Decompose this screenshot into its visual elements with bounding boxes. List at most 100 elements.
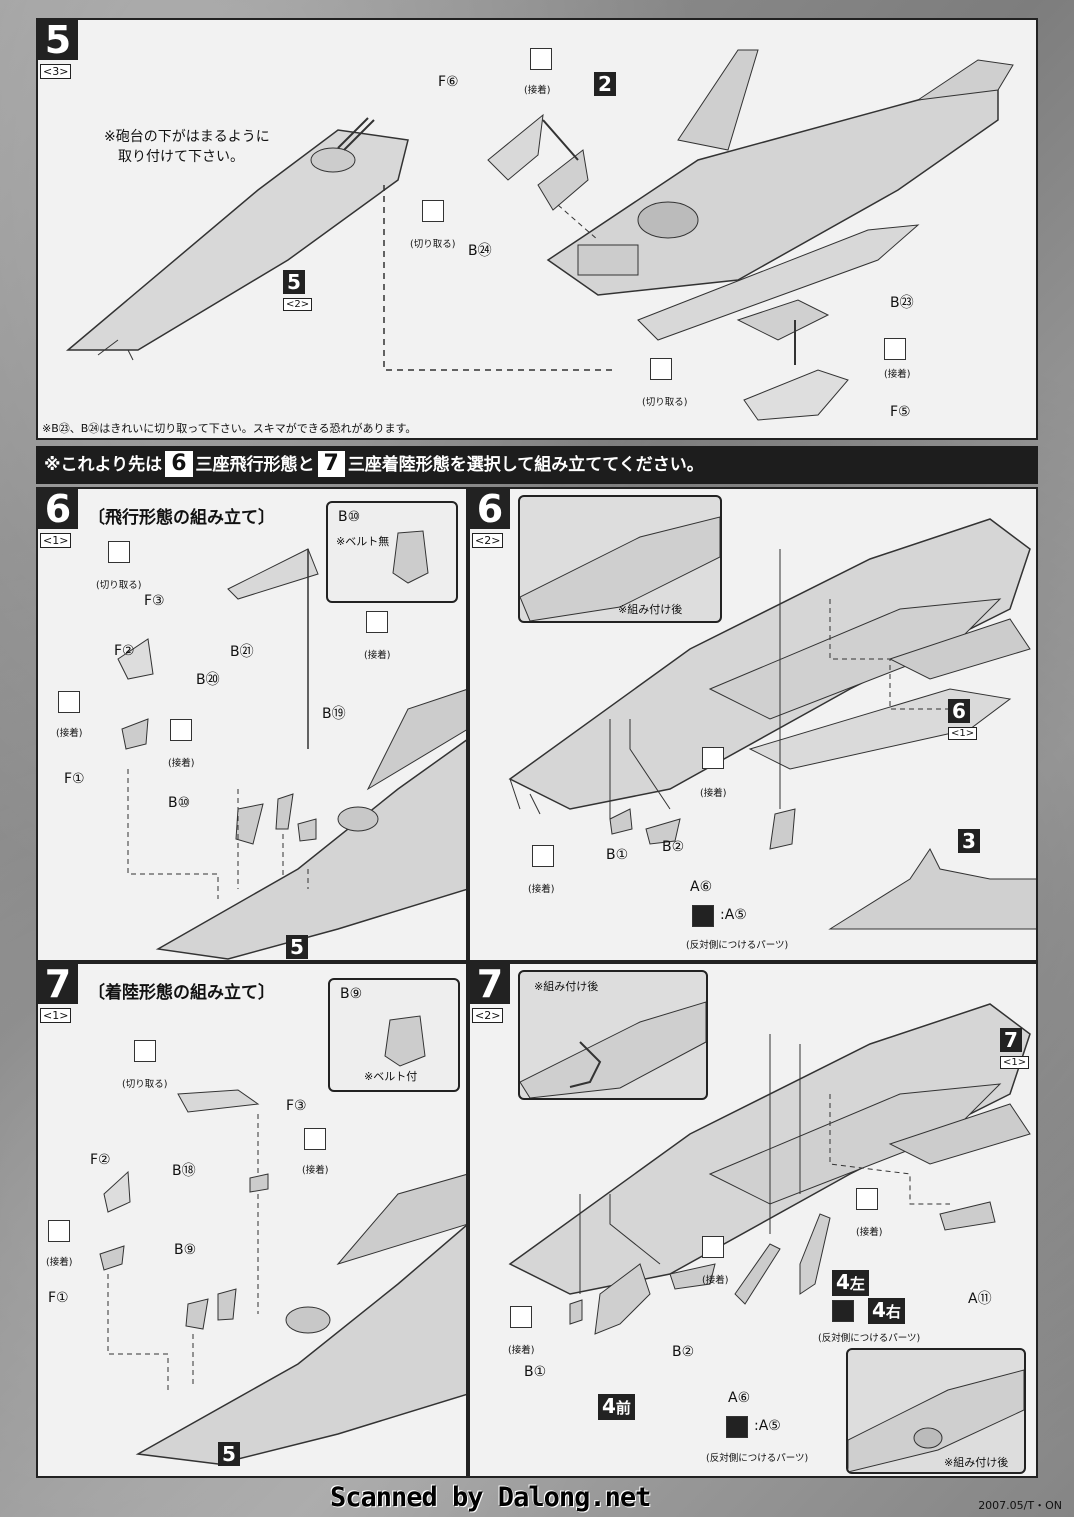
step7-2-panel: 7 <2> ※組み付け後 ※組み付け後 7 <1> (接着) (接着) bbox=[468, 962, 1038, 1478]
label-b24: B㉔ bbox=[468, 243, 492, 259]
inset-note: ※組み付け後 bbox=[944, 1456, 1009, 1469]
banner-box-6: 6 bbox=[165, 451, 193, 477]
inset-note: ※ベルト付 bbox=[364, 1070, 418, 1083]
label-b2: B② bbox=[672, 1344, 695, 1360]
badge-4-left: 4左 bbox=[832, 1270, 869, 1296]
inset-assembled-gear: ※組み付け後 bbox=[846, 1348, 1026, 1474]
step-number: 6 bbox=[38, 489, 78, 529]
step6-2-panel: 6 <2> ※組み付け後 (接着) (接着) B① B② A⑥ :A⑤ (反対側… bbox=[468, 487, 1038, 962]
cut-icon bbox=[422, 200, 444, 222]
banner-mid: 三座飛行形態と bbox=[195, 455, 315, 475]
inset-note: ※ベルト無 bbox=[336, 535, 390, 548]
label-b21: B㉑ bbox=[230, 644, 254, 660]
step5-panel: 5 <3> ※砲台の下がはまるように 取り付けて下さい。 F⑥ (接着) 2 (… bbox=[36, 18, 1038, 440]
ship-front-illustration bbox=[117, 548, 466, 960]
opposite-caption: (反対側につけるパーツ) bbox=[818, 1333, 921, 1344]
inset-illustration bbox=[520, 516, 720, 621]
ref-step-5-sub: <2> bbox=[283, 298, 313, 311]
bottom-note: ※B㉓、B㉔はきれいに切り取って下さい。スキマができる恐れがあります。 bbox=[42, 422, 417, 435]
print-code: 2007.05/T・ON bbox=[978, 1499, 1062, 1512]
label-f3: F③ bbox=[144, 593, 165, 609]
step6-1-panel: 6 <1> 〔飛行形態の組み立て〕 B⑩ ※ベルト無 (切り取る) F③ F② … bbox=[36, 487, 468, 962]
cut-caption: (切り取る) bbox=[410, 239, 456, 250]
glue-caption: (接着) bbox=[700, 788, 727, 799]
cut-icon bbox=[134, 1040, 156, 1062]
ref-step-5: 5 bbox=[218, 1442, 240, 1466]
ref-step-6-sub: <1> bbox=[948, 727, 978, 740]
label-a6: A⑥ bbox=[690, 879, 713, 895]
mirror-icon bbox=[726, 1416, 748, 1438]
glue-caption: (接着) bbox=[302, 1165, 329, 1176]
note-turret-2: 取り付けて下さい。 bbox=[118, 149, 244, 165]
label-b20: B⑳ bbox=[196, 672, 220, 688]
glue-caption: (接着) bbox=[528, 884, 555, 895]
glue-icon bbox=[510, 1306, 532, 1328]
step-sub-number: <3> bbox=[40, 64, 72, 79]
badge-num: 4 bbox=[836, 1270, 850, 1294]
ship-hull-illustration bbox=[65, 49, 1014, 421]
label-f6: F⑥ bbox=[438, 74, 459, 90]
cut-caption: (切り取る) bbox=[642, 397, 688, 408]
step-title: 〔着陸形態の組み立て〕 bbox=[88, 983, 275, 1003]
inset-seat-belt: B⑨ ※ベルト付 bbox=[328, 978, 460, 1092]
glue-icon bbox=[702, 747, 724, 769]
banner-pre: ※これより先は bbox=[44, 455, 163, 475]
step7-1-panel: 7 <1> 〔着陸形態の組み立て〕 B⑨ ※ベルト付 (切り取る) F③ (接着… bbox=[36, 962, 468, 1478]
inset-seat-no-belt: B⑩ ※ベルト無 bbox=[326, 501, 458, 603]
label-a11: A⑪ bbox=[968, 1291, 992, 1307]
glue-caption: (接着) bbox=[856, 1227, 883, 1238]
label-f1: F① bbox=[64, 771, 85, 787]
badge-num: 4 bbox=[872, 1298, 886, 1322]
glue-icon bbox=[702, 1236, 724, 1258]
scanner-watermark: Scanned by Dalong.net bbox=[330, 1482, 651, 1513]
ref-step-6: 6 bbox=[948, 699, 970, 723]
inset-illustration bbox=[520, 1001, 706, 1098]
glue-caption: (接着) bbox=[56, 728, 83, 739]
step-number: 7 bbox=[470, 964, 510, 1004]
inset-note: ※組み付け後 bbox=[534, 980, 599, 993]
label-f2: F② bbox=[114, 643, 135, 659]
ship-side-illustration bbox=[508, 1003, 1031, 1335]
label-b23: B㉓ bbox=[890, 295, 914, 311]
step-sub-number: <1> bbox=[40, 533, 72, 548]
cut-caption: (切り取る) bbox=[96, 580, 142, 591]
label-b1: B① bbox=[524, 1364, 547, 1380]
inset-assembled: ※組み付け後 bbox=[518, 970, 708, 1100]
opposite-caption: (反対側につけるパーツ) bbox=[686, 940, 789, 951]
badge-txt: 前 bbox=[615, 1399, 631, 1417]
label-b18: B⑱ bbox=[172, 1163, 196, 1179]
ref-step-2: 2 bbox=[594, 72, 616, 96]
label-f5: F⑤ bbox=[890, 404, 911, 420]
ref-step-5: 5 bbox=[283, 270, 305, 294]
glue-icon bbox=[530, 48, 552, 70]
seat-icon bbox=[384, 1015, 426, 1067]
glue-caption: (接着) bbox=[702, 1275, 729, 1286]
step-number: 7 bbox=[38, 964, 78, 1004]
label-b1: B① bbox=[606, 847, 629, 863]
inset-assembled: ※組み付け後 bbox=[518, 495, 722, 623]
glue-icon bbox=[48, 1220, 70, 1242]
label-f2: F② bbox=[90, 1152, 111, 1168]
glue-icon bbox=[304, 1128, 326, 1150]
badge-txt: 左 bbox=[849, 1275, 865, 1293]
label-f1: F① bbox=[48, 1290, 69, 1306]
step-title: 〔飛行形態の組み立て〕 bbox=[88, 508, 275, 528]
ref-step-3: 3 bbox=[958, 829, 980, 853]
label-b2: B② bbox=[662, 839, 685, 855]
label-a6: A⑥ bbox=[728, 1390, 751, 1406]
inset-note: ※組み付け後 bbox=[618, 603, 683, 616]
glue-caption: (接着) bbox=[884, 369, 911, 380]
glue-icon bbox=[532, 845, 554, 867]
step-number: 5 bbox=[38, 20, 78, 60]
cut-caption: (切り取る) bbox=[122, 1079, 168, 1090]
ship-front-illustration bbox=[99, 1089, 466, 1465]
glue-icon bbox=[170, 719, 192, 741]
cut-icon bbox=[650, 358, 672, 380]
opposite-caption: (反対側につけるパーツ) bbox=[706, 1453, 809, 1464]
step-sub-number: <2> bbox=[472, 533, 504, 548]
glue-caption: (接着) bbox=[168, 758, 195, 769]
mirror-icon bbox=[692, 905, 714, 927]
seat-icon bbox=[392, 530, 429, 584]
ref-step-7: 7 bbox=[1000, 1028, 1022, 1052]
inset-part: B⑨ bbox=[340, 986, 363, 1002]
